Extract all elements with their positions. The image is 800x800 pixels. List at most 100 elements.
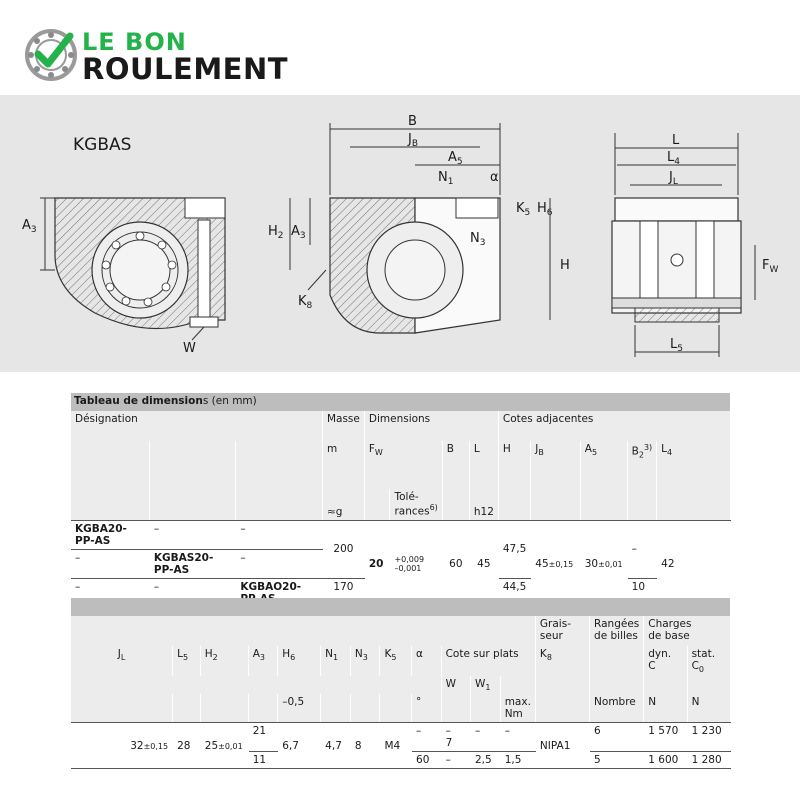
masse-200: 200 <box>322 520 365 579</box>
h2-alpha: α <box>411 646 442 677</box>
h2-stat: stat.C0 <box>687 646 732 677</box>
label-W: W <box>183 341 196 356</box>
alpha-dash: – <box>411 722 442 753</box>
table1-row-1: KGBA20-PP-AS – – 200 20 +0,009–0,001 60 … <box>71 520 731 608</box>
h-H: H <box>498 441 532 489</box>
right-view: L L4 JL FW L5 <box>611 133 778 357</box>
h-masse: Masse <box>322 411 365 441</box>
alpha-60: 60 <box>411 751 442 770</box>
table1-title: Tableau de dimension <box>74 395 203 407</box>
table1-row-2: – KGBAS20-PP-AS – <box>71 549 731 579</box>
label-N1: N1 <box>438 170 453 187</box>
h-fw: FW <box>364 441 443 489</box>
H-475: 47,5 <box>498 520 532 579</box>
left-view: A3 W <box>22 197 226 356</box>
brand-line-1: LE BON <box>82 28 187 56</box>
dimensions-table: Tableau de dimensions (en mm) Désignatio… <box>71 393 732 608</box>
h2-H6: H6 <box>277 646 322 677</box>
H2-value: 25±0,01 <box>200 722 249 770</box>
h2-max: max.Nm <box>500 694 536 724</box>
table2-header-row-3: W W1 <box>71 676 732 695</box>
B-value: 60 <box>442 520 470 608</box>
designation-2a: – <box>71 549 150 579</box>
brand-line-2: ROULEMENT <box>82 52 289 86</box>
drawing-svg: KGBAS A3 W <box>22 114 778 357</box>
N1-value: 4,7 <box>320 722 351 770</box>
h2-W: W <box>441 676 471 695</box>
L5-value: 28 <box>172 722 201 770</box>
table1-title-row: Tableau de dimensions (en mm) <box>71 393 731 411</box>
K8-value: NIPA1 <box>535 722 591 770</box>
label-A3-mid: A3 <box>291 224 306 241</box>
N3-value: 8 <box>350 722 381 770</box>
A5-value: 30±0,01 <box>580 520 628 608</box>
h2-cote: Cote sur plats <box>441 646 536 677</box>
h-h12: h12 <box>469 489 499 521</box>
h2-N: N <box>643 694 688 724</box>
W-dash-2: – <box>441 751 471 770</box>
label-alpha: α <box>490 170 499 185</box>
stat-1280: 1 280 <box>687 751 732 770</box>
label-L4: L4 <box>667 150 680 167</box>
designation-2c: – <box>235 549 323 579</box>
B2-dash: – <box>627 520 658 579</box>
h2-K8: K8 <box>535 646 591 677</box>
middle-view: B JB A5 N1 α K5 H6 N3 H H2 A3 K8 <box>268 114 570 334</box>
label-A3-left: A3 <box>22 218 37 235</box>
designation-1b: – <box>149 520 237 550</box>
h-L4: L4 <box>656 441 731 489</box>
technical-drawing: KGBAS A3 W <box>0 95 800 372</box>
A3-21: 21 <box>248 722 279 753</box>
brand-logo <box>25 29 77 81</box>
h-m: m <box>322 441 365 489</box>
h-designation: Désignation <box>71 411 323 441</box>
h-L: L <box>469 441 499 489</box>
max-15: 1,5 <box>500 751 536 770</box>
h-A5: A5 <box>580 441 628 489</box>
rangees-6: 6 <box>589 722 645 753</box>
h2-N1: N1 <box>320 646 351 677</box>
h-tol: Tolé-rances6) <box>389 489 443 521</box>
label-K5: K5 <box>516 201 530 218</box>
h2-minus05: –0,5 <box>277 694 322 724</box>
JL-value: 32±0,15 <box>71 722 174 770</box>
max-dash: – <box>500 722 536 753</box>
dyn-1600: 1 600 <box>643 751 688 770</box>
h-g: ≈g <box>322 489 365 521</box>
label-B: B <box>408 114 417 129</box>
h2-H2: H2 <box>200 646 249 677</box>
designation-1a: KGBA20-PP-AS <box>71 520 150 550</box>
label-L: L <box>672 133 680 148</box>
label-JL: JL <box>668 170 678 187</box>
h2-N-2: N <box>687 694 732 724</box>
h2-W1: W1 <box>470 676 501 695</box>
designation-1c: – <box>235 520 323 550</box>
designation-2b: KGBAS20-PP-AS <box>149 549 237 579</box>
h2-deg: ° <box>411 694 442 724</box>
W1-25: 2,5 <box>470 751 501 770</box>
label-H2: H2 <box>268 224 284 241</box>
table2-row-2: 11 60 – 2,5 1,5 5 1 600 1 280 <box>71 751 732 770</box>
h-JB: JB <box>530 441 581 489</box>
L4-value: 42 <box>656 520 731 608</box>
W1-dash: – <box>470 722 501 753</box>
h2-K5: K5 <box>379 646 413 677</box>
stat-1230: 1 230 <box>687 722 732 753</box>
label-H: H <box>560 258 570 273</box>
label-JB: JB <box>407 132 418 149</box>
label-L5: L5 <box>670 337 683 354</box>
fw-tolerance: +0,009–0,001 <box>389 520 443 608</box>
drawing-title: KGBAS <box>73 135 131 155</box>
W-cell: –7 <box>441 722 471 753</box>
table2-row-1: 32±0,15 28 25±0,01 21 6,7 4,7 8 M4 – –7 … <box>71 722 732 770</box>
h2-nombre: Nombre <box>589 694 645 724</box>
h2-N3: N3 <box>350 646 381 677</box>
h-graisseur: Grais-seur <box>535 616 591 646</box>
table1-header-row-2: m FW B L H JB A5 B23) L4 <box>71 441 731 489</box>
JB-value: 45±0,15 <box>530 520 581 608</box>
h-B2: B23) <box>627 441 658 489</box>
